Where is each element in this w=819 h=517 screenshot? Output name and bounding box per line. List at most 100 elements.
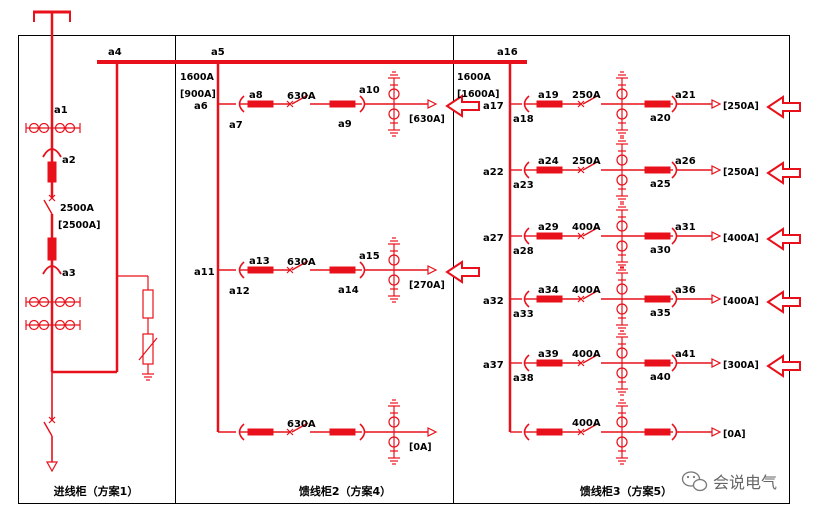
feeder3-row4-out-contact-label: a36 bbox=[675, 285, 696, 296]
feeder2-row2-disconnector bbox=[286, 260, 309, 274]
feeder3-row4-earthing-ct-stack-lower-ct bbox=[616, 303, 628, 315]
feeder2-row3-disconnector bbox=[286, 422, 309, 436]
feeder3-row1-current-label: [250A] bbox=[723, 101, 759, 112]
feeder3-row6-rating-label: 400A bbox=[572, 418, 601, 429]
feeder3-row2-in-breaker bbox=[536, 166, 563, 174]
feeder2-row1-out-breaker bbox=[329, 100, 356, 108]
feeder3-row3-disconnector bbox=[577, 226, 600, 240]
feeder2-row1-in-breaker bbox=[247, 100, 274, 108]
wechat-icon-bubble-small bbox=[692, 478, 708, 492]
feeder3-row1-disconnector-blade bbox=[582, 94, 600, 105]
feeder3-row1-out-breaker bbox=[644, 100, 671, 108]
feeder3-row6-disconnector bbox=[577, 422, 600, 436]
feeder3-row1-disconnector-contact-b bbox=[577, 100, 585, 108]
feeder2-row3-disconnector-blade bbox=[291, 422, 309, 433]
feeder2-row2-out-drawout-contact bbox=[359, 261, 366, 279]
feeder3-row5-out-breaker bbox=[644, 359, 671, 367]
feeder3-row6-earthing-ct-stack-lower-ct bbox=[616, 436, 628, 448]
feeder3-row6-out-drawout-contact bbox=[671, 423, 678, 441]
feeder2-row2-rating-label: 630A bbox=[287, 257, 316, 268]
feeder3-row6-earthing-ct-stack bbox=[616, 399, 628, 465]
incoming-upper-drawout-contact bbox=[42, 148, 62, 158]
feeder3-row5-in-breaker-label: a39 bbox=[538, 349, 559, 360]
feeder3-row2-earthing-ct-stack-bottom-ground bbox=[616, 195, 628, 203]
feeder2-row3-current-label: [0A] bbox=[409, 442, 432, 453]
feeder2-row2-disconnector-contact-b bbox=[286, 266, 294, 274]
feeder3-row3-earthing-ct-stack-lower-ct bbox=[616, 240, 628, 252]
feeder2-row2-in-breaker bbox=[247, 266, 274, 274]
feeder3-row6-out-breaker bbox=[644, 428, 671, 436]
feeder3-row5-disconnector bbox=[577, 353, 600, 367]
feeder2-row3: 630A [0A] bbox=[218, 399, 438, 465]
feeder3-row1-out-drawout-contact bbox=[671, 95, 678, 113]
feeder2-row2-in-contact-label: a12 bbox=[229, 286, 250, 297]
feeder3-row5-in-drawout-contact bbox=[523, 354, 530, 372]
feeder3-row5-earthing-ct-stack-bottom-ground bbox=[616, 388, 628, 396]
feeder2-row1-current-label: [630A] bbox=[409, 114, 445, 125]
feeder2-row1-earthing-ct-stack bbox=[388, 71, 400, 137]
feeder2-row1-in-drawout-contact bbox=[238, 95, 245, 113]
incoming-ct-set-lower-2 bbox=[25, 319, 81, 331]
feeder3-row2-earthing-ct-stack-upper-ct bbox=[616, 154, 628, 166]
feeder3-row1-in-breaker-label: a19 bbox=[538, 90, 559, 101]
watermark-text: 会说电气 bbox=[713, 473, 777, 492]
feeder3-row5-rating-label: 400A bbox=[572, 349, 601, 360]
feeder3-row1-load-arrow-icon bbox=[766, 95, 801, 119]
feeder3-row1-in-contact-label: a18 bbox=[513, 114, 534, 125]
feeder3-row2-out-drawout-contact bbox=[671, 161, 678, 179]
feeder2-row3-rating-label: 630A bbox=[287, 419, 316, 430]
feeder2-row1-disconnector-blade bbox=[291, 94, 309, 105]
feeder3-row4-out-breaker bbox=[644, 295, 671, 303]
feeder3-row3-current-label: [400A] bbox=[723, 233, 759, 244]
feeder3-row2-outgoing-terminal bbox=[711, 165, 722, 175]
feeder2-row1-earthing-ct-stack-upper-ct bbox=[388, 88, 400, 100]
incoming-ct-label: a1 bbox=[54, 105, 68, 116]
incoming-upper-breaker bbox=[47, 161, 57, 183]
feeder3-row1-outgoing-terminal bbox=[711, 99, 722, 109]
incoming-outgoing-terminal bbox=[45, 461, 59, 473]
feeder3-row2-earthing-ct-stack-top-ground bbox=[616, 137, 628, 145]
watermark: 会说电气 bbox=[681, 471, 777, 492]
incoming-upper-contact-label: a2 bbox=[62, 155, 76, 166]
feeder3-row1-disconnector bbox=[577, 94, 600, 108]
incoming-panel-label: 进线柜（方案1） bbox=[54, 484, 139, 498]
feeder2-row2-outgoing-terminal bbox=[427, 265, 438, 275]
arrester-ground bbox=[142, 373, 154, 381]
feeder3-row1-in-drawout-contact bbox=[523, 95, 530, 113]
panel-labels: 进线柜（方案1） 馈线柜2（方案4） 馈线柜3（方案5） bbox=[54, 484, 672, 498]
feeder3-row4-rating-label: 400A bbox=[572, 285, 601, 296]
feeder3-row4-in-breaker-label: a34 bbox=[538, 285, 559, 296]
incoming-ct-set-lower-1-coil-4 bbox=[64, 296, 76, 308]
feeder3-row6-outgoing-terminal bbox=[711, 427, 722, 437]
wechat-icon-eye-left bbox=[686, 475, 690, 479]
feeder2-row3-earthing-ct-stack bbox=[388, 399, 400, 465]
incoming-ct-set-lower-1-coil-2 bbox=[38, 296, 50, 308]
surge-arrester-slash bbox=[138, 337, 158, 361]
feeder3-row2-earthing-ct-stack bbox=[616, 137, 628, 203]
feeder2-row2-earthing-ct-stack-bottom-ground bbox=[388, 295, 400, 303]
feeder3-row6-current-label: [0A] bbox=[723, 429, 746, 440]
feeder2-row3-earthing-ct-stack-upper-ct bbox=[388, 416, 400, 428]
feeder2-row3-out-breaker bbox=[329, 428, 356, 436]
feeder2-row1-earthing-ct-stack-lower-ct bbox=[388, 108, 400, 120]
feeder3-row6-disconnector-contact-b bbox=[577, 428, 585, 436]
incoming-ct-set-lower-2-coil-1 bbox=[28, 319, 40, 331]
feeder3-panel-label: 馈线柜3（方案5） bbox=[580, 484, 672, 498]
feeder2-row2-earthing-ct-stack-lower-ct bbox=[388, 274, 400, 286]
feeder3-row5-in-breaker bbox=[536, 359, 563, 367]
incoming-ct-set-lower-2-coil-4 bbox=[64, 319, 76, 331]
feeder2-row1-earth-switch-label: a10 bbox=[359, 85, 380, 96]
feeder2-row2-earth-switch-label: a15 bbox=[359, 251, 380, 262]
feeder3-row3-load-arrow-icon bbox=[766, 227, 801, 251]
incoming-outgoing-switch bbox=[43, 416, 56, 437]
feeder2-row1-disconnector bbox=[286, 94, 309, 108]
feeder2-row2-earthing-ct-stack bbox=[388, 237, 400, 303]
feeder3-row4-out-drawout-contact bbox=[671, 290, 678, 308]
feeder3-row2-earthing-ct-stack-lower-ct bbox=[616, 174, 628, 186]
